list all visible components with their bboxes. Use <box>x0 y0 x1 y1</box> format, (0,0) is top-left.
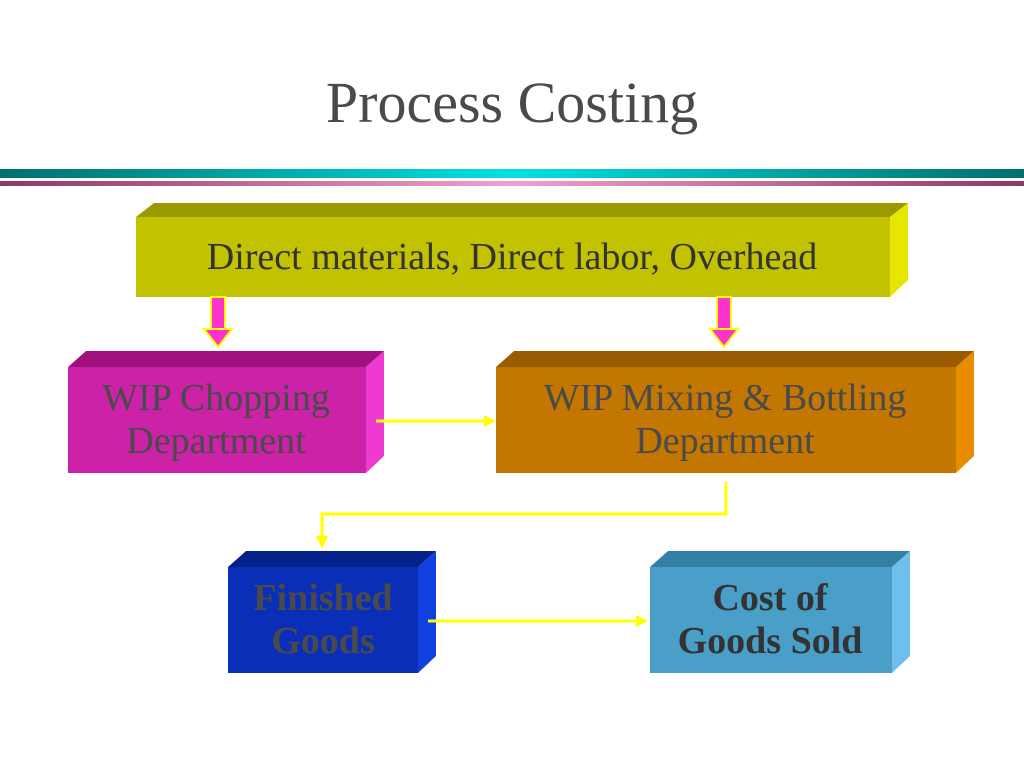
inputs-box <box>136 203 908 297</box>
arrow-inputs-to-mixing <box>707 296 741 349</box>
mixing-box-front <box>496 367 956 473</box>
chopping-label-line1: WIP Chopping <box>102 377 330 420</box>
mixing-box <box>496 351 974 473</box>
cogs-label-line1: Cost of <box>712 577 828 620</box>
chopping-box <box>68 351 384 473</box>
cogs-label-line2: Goods Sold <box>677 620 863 662</box>
arrow-inputs-to-chopping <box>201 296 235 349</box>
inputs-box-side <box>890 203 908 297</box>
finished-box-front <box>228 567 418 673</box>
cogs-box <box>650 551 910 673</box>
mixing-box-top <box>496 351 974 367</box>
chopping-label-line2: Department <box>126 420 306 462</box>
inputs-box-label: Direct materials, Direct labor, Overhead <box>136 217 888 297</box>
slide-title: Process Costing <box>325 70 699 135</box>
divider-teal-band <box>0 169 1024 178</box>
finished-box-side <box>418 551 436 673</box>
inputs-label: Direct materials, Direct labor, Overhead <box>206 235 818 278</box>
chopping-box-front <box>68 367 366 473</box>
cogs-box-side <box>892 551 910 673</box>
cogs-box-top <box>650 551 910 567</box>
cogs-box-front <box>650 567 892 673</box>
inputs-box-front <box>136 217 890 297</box>
chopping-box-top <box>68 351 384 367</box>
cogs-box-label: Cost of Goods Sold <box>650 567 890 673</box>
arrow-finished-to-cogs <box>428 615 648 627</box>
finished-box-label: Finished Goods <box>228 567 418 673</box>
divider-pink-band <box>0 181 1024 186</box>
mixing-label-line1: WIP Mixing & Bottling <box>543 377 907 420</box>
mixing-label-line2: Department <box>635 420 815 462</box>
chopping-box-label: WIP Chopping Department <box>68 367 364 473</box>
finished-box-top <box>228 551 436 567</box>
chopping-box-side <box>366 351 384 473</box>
mixing-box-side <box>956 351 974 473</box>
finished-box <box>228 551 436 673</box>
arrow-mixing-to-finished <box>316 482 728 549</box>
finished-label-line1: Finished <box>253 577 393 620</box>
finished-label-line2: Goods <box>271 620 375 662</box>
mixing-box-label: WIP Mixing & Bottling Department <box>496 367 954 473</box>
title-divider <box>0 169 1024 186</box>
arrow-chopping-to-mixing <box>376 415 496 427</box>
inputs-box-top <box>136 203 908 217</box>
